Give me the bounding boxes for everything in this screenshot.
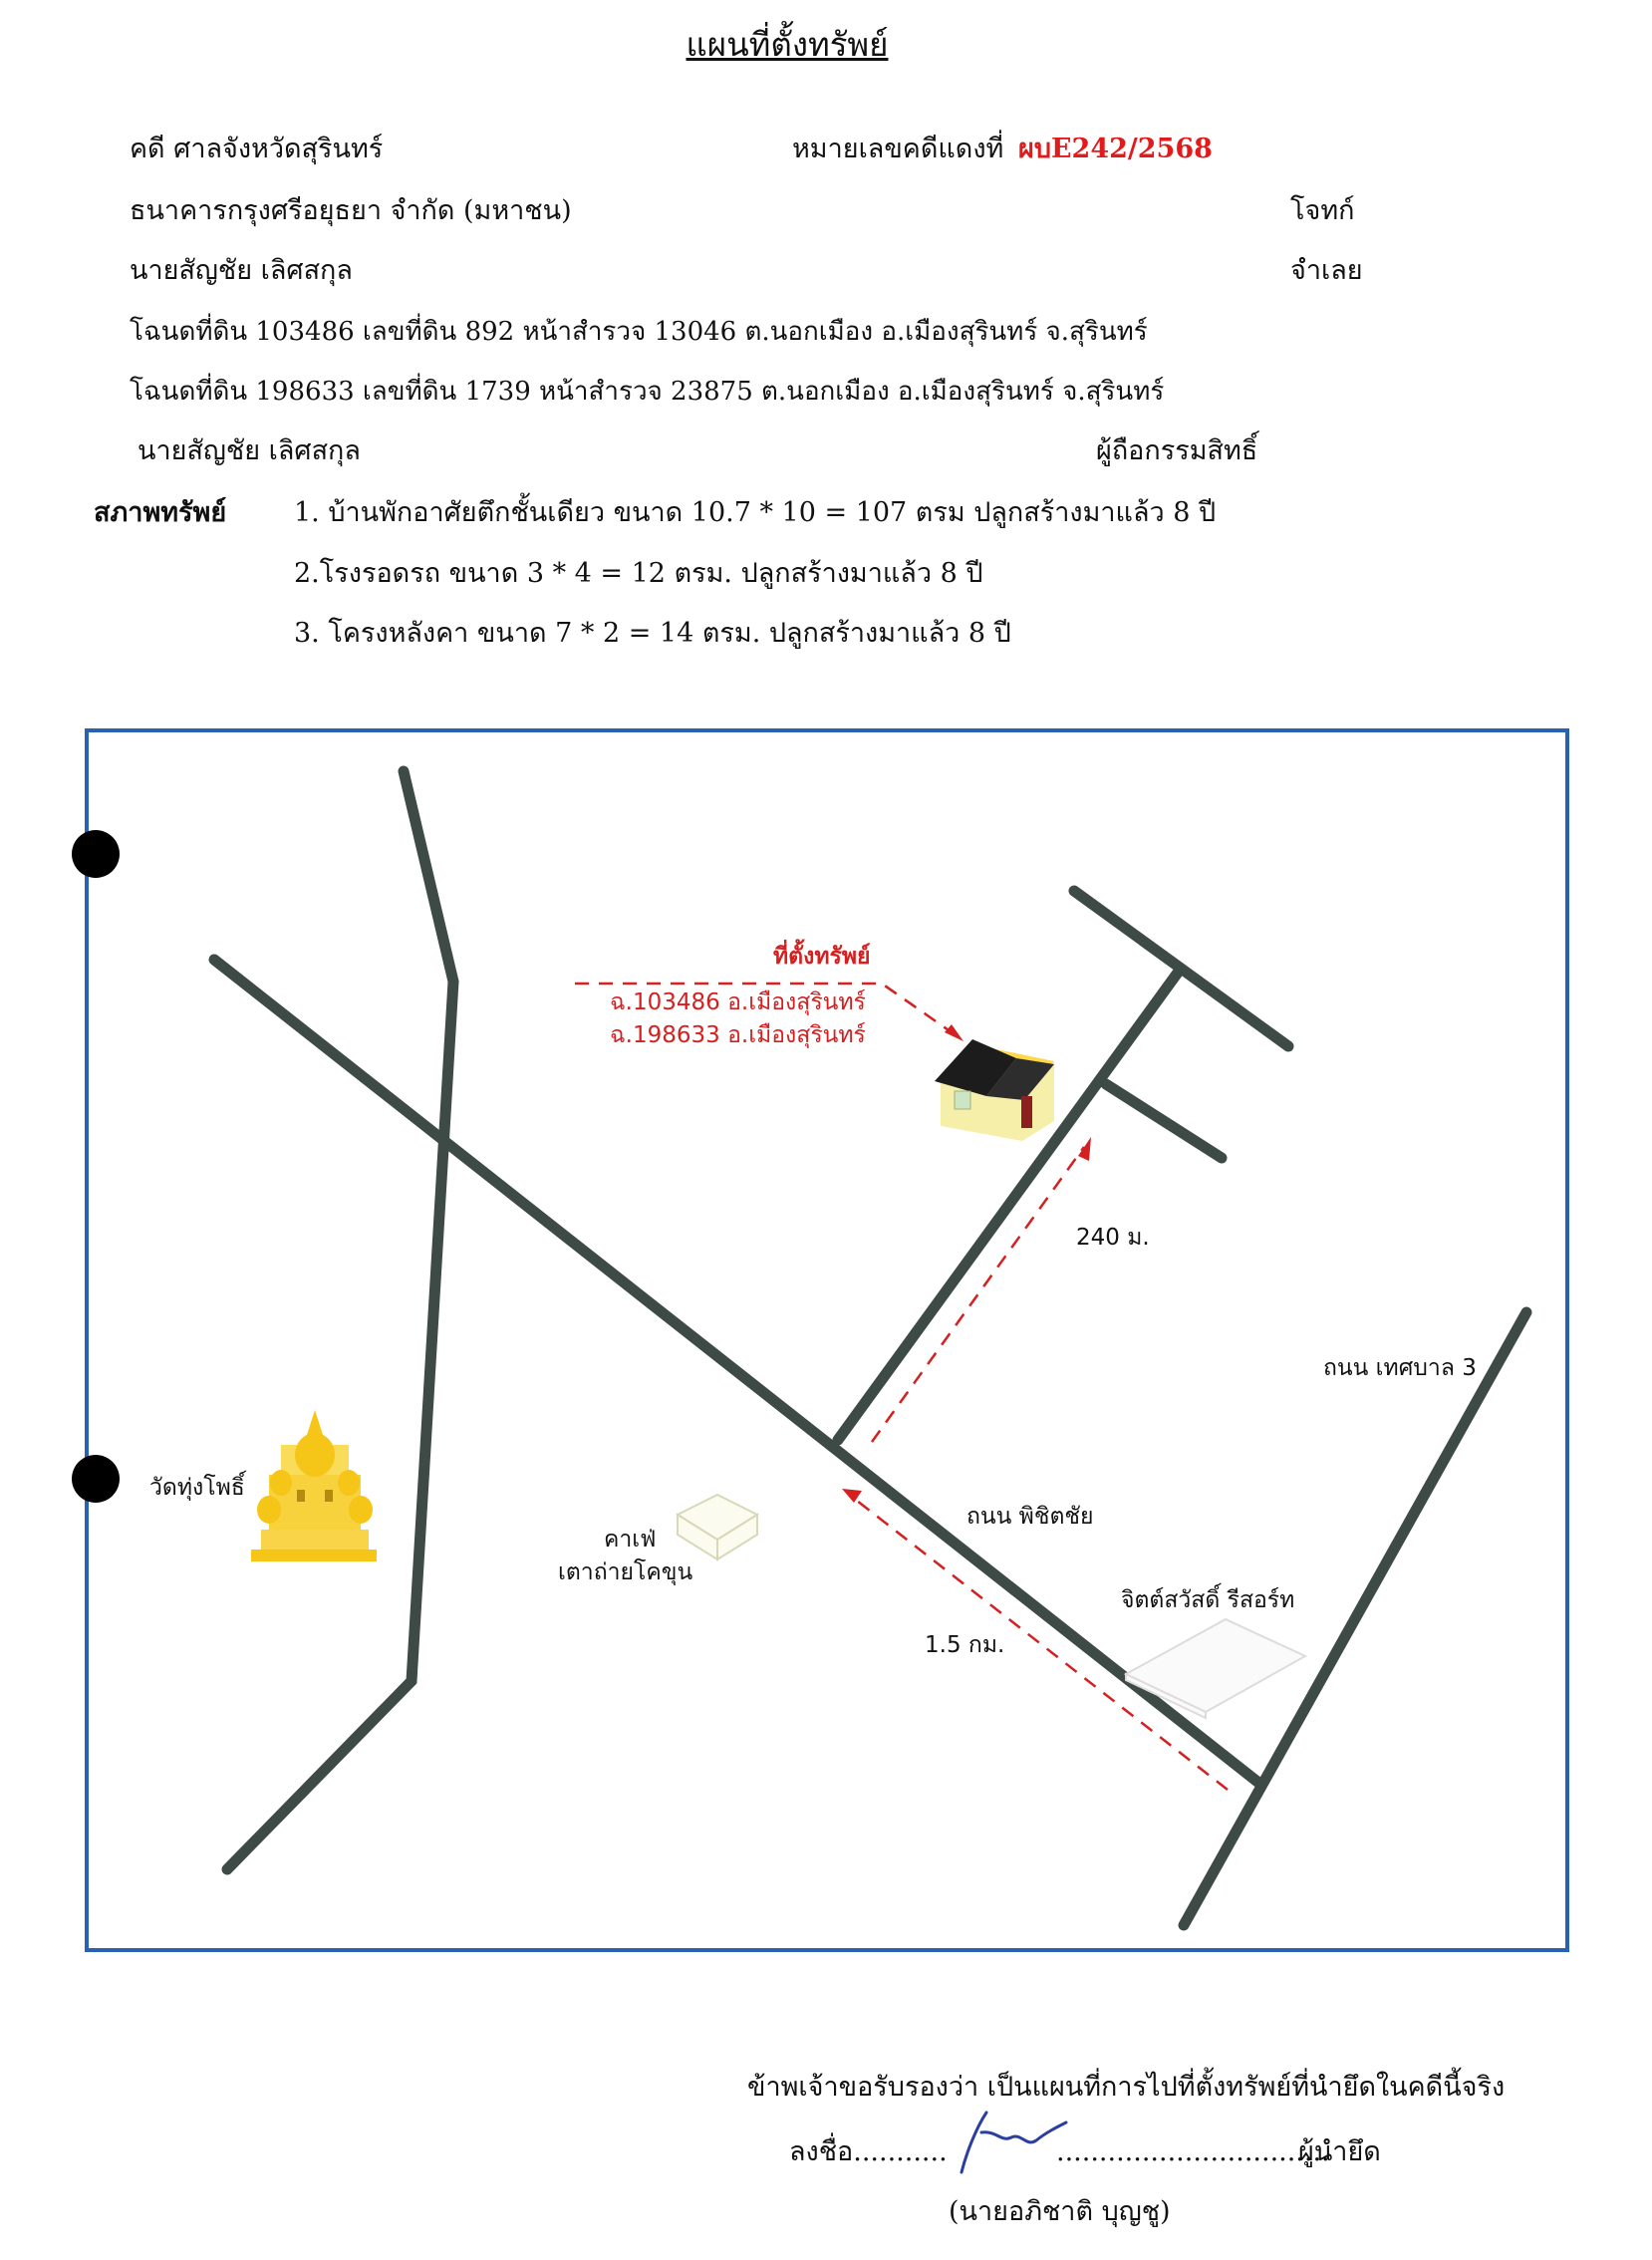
map-frame — [85, 728, 1569, 1952]
property-location-label: ที่ตั้งทรัพย์ — [773, 944, 871, 970]
page-title: แผนที่ตั้งทรัพย์ — [686, 25, 889, 64]
road-branch-second — [1100, 1078, 1228, 1164]
defendant-name: นายสัญชัย เลิศสกุล — [130, 255, 353, 286]
road-phichitchai-label: ถนน พิชิตชัย — [966, 1504, 1094, 1530]
land-deed-1: โฉนดที่ดิน 103486 เลขที่ดิน 892 หน้าสำรว… — [130, 317, 1148, 347]
property-item-3: 3. โครงหลังคา ขนาด 7 * 2 = 14 ตรม. ปลูกส… — [294, 618, 1011, 649]
distance-1-5km-label: 1.5 กม. — [925, 1632, 1005, 1658]
cafe-building-icon — [675, 1493, 760, 1561]
road-left — [221, 765, 459, 1875]
property-label: สภาพทรัพย์ — [94, 497, 227, 528]
punch-hole-bottom — [72, 1455, 120, 1503]
route-1-5km — [851, 1496, 1229, 1791]
road-thetsaban3-label: ถนน เทศบาล 3 — [1323, 1355, 1477, 1381]
temple-icon — [251, 1410, 377, 1561]
temple-label: วัดทุ่งโพธิ์ — [149, 1475, 245, 1501]
road-branch-top — [1068, 885, 1294, 1052]
property-deed-label-2: ฉ.198633 อ.เมืองสุรินทร์ — [610, 1022, 866, 1048]
signature-role: ผู้นำยึด — [1298, 2136, 1381, 2167]
route-240m — [870, 1146, 1086, 1443]
plaintiff-role: โจทก์ — [1290, 195, 1355, 226]
resort-label: จิตต์สวัสดิ์ รีสอร์ท — [1121, 1587, 1295, 1613]
defendant-role: จำเลย — [1290, 255, 1363, 286]
arrow-to-house — [945, 1024, 964, 1041]
land-deed-2: โฉนดที่ดิน 198633 เลขที่ดิน 1739 หน้าสำร… — [130, 377, 1165, 407]
property-item-2: 2.โรงรอดรถ ขนาด 3 * 4 = 12 ตรม. ปลูกสร้า… — [294, 558, 983, 589]
signer-name: (นายอภิชาติ บุญชู) — [949, 2196, 1171, 2227]
arrow-1-5km — [842, 1489, 862, 1503]
owner-role: ผู้ถือกรรมสิทธิ์ — [1096, 435, 1258, 466]
road-network — [208, 765, 1532, 1931]
road-phichitchai — [208, 954, 1263, 1788]
punch-hole-top — [72, 830, 120, 878]
road-thetsaban3 — [1178, 1306, 1532, 1931]
route-lines — [575, 982, 1229, 1791]
court-label: คดี ศาลจังหวัดสุรินทร์ — [130, 134, 384, 164]
plaintiff-name: ธนาคารกรุงศรีอยุธยา จำกัด (มหาชน) — [130, 195, 572, 226]
arrow-240m — [1078, 1137, 1091, 1161]
handwritten-signature — [960, 2111, 1068, 2174]
property-deed-label-1: ฉ.103486 อ.เมืองสุรินทร์ — [610, 989, 866, 1015]
distance-240m-label: 240 ม. — [1076, 1225, 1150, 1251]
case-number: ผบE242/2568 — [1018, 134, 1213, 164]
house-icon — [935, 1039, 1054, 1141]
property-item-1: 1. บ้านพักอาศัยตึกชั้นเดียว ขนาด 10.7 * … — [294, 497, 1217, 528]
case-number-label: หมายเลขคดีแดงที่ — [792, 134, 1004, 164]
certification-text: ข้าพเจ้าขอรับรองว่า เป็นแผนที่การไปที่ตั… — [747, 2072, 1506, 2103]
road-to-property — [832, 967, 1184, 1446]
resort-building-icon — [1123, 1617, 1308, 1720]
route-leader — [575, 982, 953, 1034]
cafe-label-1: คาเฟ่ — [604, 1527, 657, 1553]
owner-name: นายสัญชัย เลิศสกุล — [138, 435, 361, 466]
signature-prefix: ลงชื่อ........... — [789, 2136, 948, 2167]
signature-dots: ................................ — [1056, 2136, 1330, 2167]
route-arrowheads — [842, 1024, 1091, 1503]
cafe-label-2: เตาถ่ายโคขุน — [558, 1559, 693, 1585]
